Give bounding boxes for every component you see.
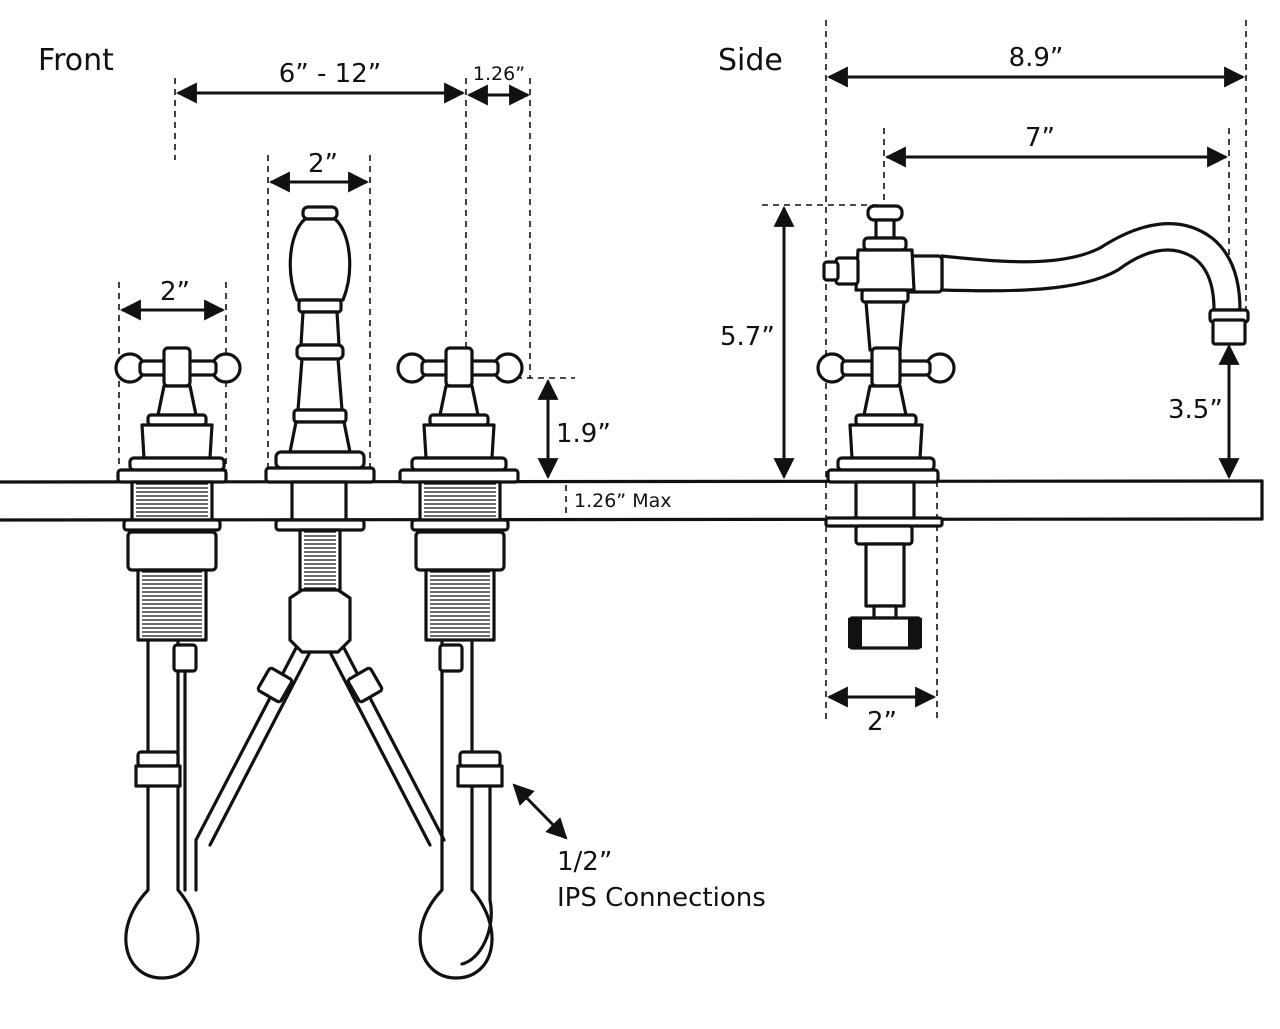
connection-size-label: 1/2” (557, 847, 612, 877)
spout-clearance-dimension-label: 3.5” (1168, 395, 1223, 425)
handle-height-dimension-label: 1.9” (556, 419, 611, 449)
side-view-title: Side (718, 43, 783, 78)
shank-threads (136, 483, 910, 637)
handle-width-dimension-label: 2” (160, 277, 190, 307)
overall-depth-dimension-label: 8.9” (1009, 43, 1064, 73)
base-width-dimension-label: 2” (867, 707, 897, 737)
spout-reach-dimension-label: 7” (1025, 123, 1055, 153)
connection-callout-arrow (512, 783, 568, 840)
spread-dimension-label: 6” - 12” (279, 59, 381, 89)
overall-height-dimension-label: 5.7” (720, 322, 775, 352)
right-handle-valve (396, 346, 524, 484)
left-shank (122, 480, 222, 642)
spout-width-dimension-label: 2” (308, 149, 338, 179)
side-faucet (816, 204, 1250, 650)
connection-type-label: IPS Connections (557, 883, 766, 913)
front-view-title: Front (38, 43, 114, 78)
handle-offset-dimension-label: 1.26” (473, 63, 525, 85)
supply-lines (124, 638, 504, 980)
left-handle-valve (114, 346, 242, 484)
front-spout (264, 205, 376, 484)
deck-thickness-label: 1.26” Max (574, 490, 671, 512)
spout-shank (274, 480, 366, 654)
